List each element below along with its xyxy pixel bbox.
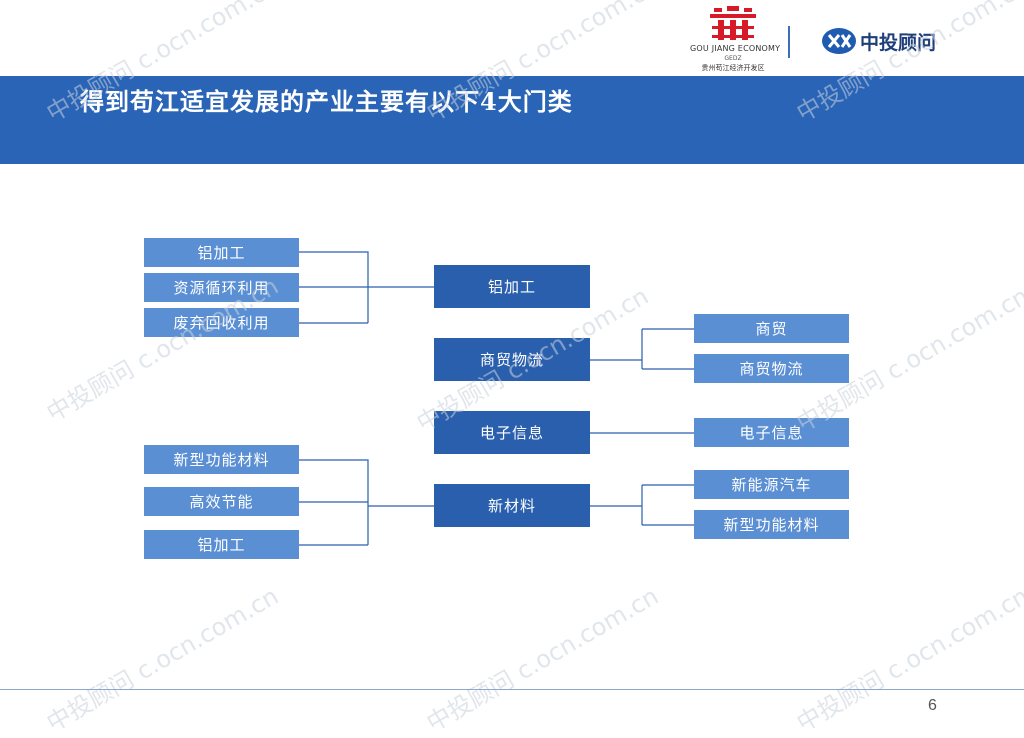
connector-right-materials bbox=[590, 484, 694, 526]
goujiang-emblem-icon bbox=[710, 6, 756, 40]
right-electronics-box: 电子信息 bbox=[694, 418, 849, 447]
right-commerce-box: 商贸物流 bbox=[694, 354, 849, 383]
connector-right-commerce bbox=[590, 328, 694, 370]
page-number: 6 bbox=[928, 697, 937, 714]
right-materials-box: 新型功能材料 bbox=[694, 510, 849, 539]
right-commerce-box: 商贸 bbox=[694, 314, 849, 343]
right-materials-box: 新能源汽车 bbox=[694, 470, 849, 499]
center-category-box: 电子信息 bbox=[434, 411, 590, 454]
slide-title: 得到苟江适宜发展的产业主要有以下4大门类 bbox=[80, 87, 573, 116]
zhongtou-mark-icon bbox=[822, 28, 856, 54]
center-category-box: 新材料 bbox=[434, 484, 590, 527]
left-bottom-box: 高效节能 bbox=[144, 487, 299, 516]
title-band bbox=[0, 76, 1024, 164]
footer-divider bbox=[0, 689, 1024, 690]
goujiang-logo: GOU JIANG ECONOMY GEDZ 贵州苟江经济开发区 bbox=[690, 6, 781, 72]
left-top-box: 资源循环利用 bbox=[144, 273, 299, 302]
zhongtou-logo: 中投顾问 bbox=[820, 24, 960, 60]
center-category-box: 商贸物流 bbox=[434, 338, 590, 381]
left-bottom-box: 新型功能材料 bbox=[144, 445, 299, 474]
left-top-box: 废弃回收利用 bbox=[144, 308, 299, 337]
left-bottom-box: 铝加工 bbox=[144, 530, 299, 559]
logo-divider bbox=[788, 26, 790, 58]
zhongtou-name: 中投顾问 bbox=[860, 32, 937, 54]
connector-left-bottom bbox=[299, 459, 434, 546]
goujiang-chinese-name: 贵州苟江经济开发区 bbox=[701, 64, 765, 72]
goujiang-english-name: GOU JIANG ECONOMY bbox=[690, 44, 781, 53]
left-top-box: 铝加工 bbox=[144, 238, 299, 267]
connector-left-top bbox=[299, 251, 434, 324]
goujiang-code: GEDZ bbox=[724, 55, 742, 62]
center-category-box: 铝加工 bbox=[434, 265, 590, 308]
